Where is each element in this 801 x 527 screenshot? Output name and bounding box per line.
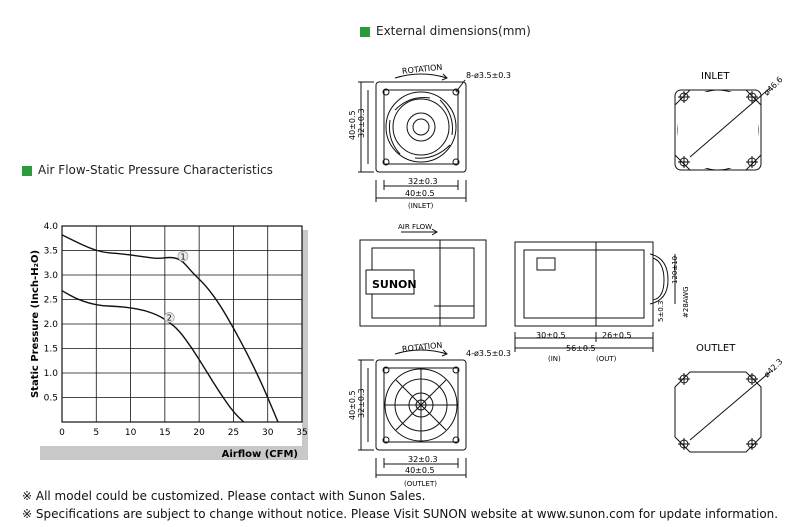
outlet-title: OUTLET (696, 343, 736, 354)
y-tick-label: 1.5 (44, 345, 58, 355)
fan-cable-view (514, 241, 676, 352)
series-marker-2 (163, 312, 175, 323)
airflow-chart-header: Air Flow-Static Pressure Characteristics (38, 163, 273, 177)
dim-32-horizontal-bottom: 32±0.3 (408, 455, 438, 464)
section-marker-external (360, 27, 370, 37)
x-axis-label-bg (40, 446, 302, 460)
out-label: (OUT) (596, 355, 617, 363)
x-tick-label: 35 (296, 428, 307, 438)
y-tick-label: 1.0 (44, 369, 59, 379)
dim-30: 30±0.5 (536, 331, 566, 340)
outlet-diameter: ø42.3 (762, 357, 784, 379)
note-specifications: ※ Specifications are subject to change w… (22, 507, 779, 521)
x-tick-label: 5 (93, 428, 99, 438)
plot-frame (61, 225, 303, 423)
series-label-2: 2 (167, 314, 172, 323)
plot-area (40, 222, 302, 452)
dim-40-vertical-top: 40±0.5 (348, 110, 357, 140)
y-tick-label: 2.0 (44, 320, 59, 330)
inlet-diameter: ø46.6 (762, 75, 784, 97)
x-tick-label: 10 (125, 428, 137, 438)
x-tick-label: 20 (193, 428, 205, 438)
fan-side-view (359, 228, 487, 327)
series-line-2 (61, 290, 245, 423)
x-tick-label: 0 (59, 428, 65, 438)
brand-label: SUNON (372, 278, 417, 291)
dim-40-horizontal-top: 40±0.5 (405, 189, 435, 198)
dim-40-horizontal-bottom: 40±0.5 (405, 466, 435, 475)
awg-label: #28AWG (682, 286, 690, 318)
in-label: (IN) (548, 355, 561, 363)
x-tick-label: 30 (262, 428, 274, 438)
y-tick-label: 3.5 (44, 247, 58, 257)
dim-26: 26±0.5 (602, 331, 632, 340)
x-tick-label: 25 (228, 428, 239, 438)
holes-label-top: 8-ø3.5±0.3 (466, 71, 511, 80)
holes-label-bottom: 4-ø3.5±0.3 (466, 349, 511, 358)
fan-front-view-outlet (358, 349, 467, 478)
section-marker-chart (22, 166, 32, 176)
x-tick-label: 15 (159, 428, 170, 438)
note-customize: ※ All model could be customized. Please … (22, 489, 426, 503)
y-axis-label: Static Pressure (Inch-H₂O) (30, 250, 41, 398)
series-line-1 (61, 234, 279, 423)
y-tick-label: 0.5 (44, 394, 58, 404)
inlet-title: INLET (701, 71, 730, 82)
external-dimensions-header: External dimensions(mm) (376, 24, 531, 38)
dim-32-vertical-bottom: 32±0.3 (357, 388, 366, 418)
inlet-caption: (INLET) (408, 202, 434, 210)
dim-32-horizontal-top: 32±0.3 (408, 177, 438, 186)
dim-40-vertical-bottom: 40±0.5 (348, 390, 357, 420)
outlet-cutout-view (674, 371, 771, 453)
outlet-caption: (OUTLET) (404, 480, 437, 488)
rotation-label-top: ROTATION (402, 63, 443, 76)
series-marker-1 (177, 250, 189, 262)
dim-5: 5±0.3 (657, 301, 665, 322)
y-tick-label: 3.0 (44, 271, 59, 281)
dim-120: 120±10 (671, 256, 679, 284)
inlet-cutout-view (674, 87, 771, 171)
rotation-label-bottom: ROTATION (402, 341, 443, 354)
dim-32-vertical-top: 32±0.3 (357, 108, 366, 138)
dim-56: 56±0.5 (566, 344, 596, 353)
series-label-1: 1 (180, 252, 185, 261)
y-tick-label: 4.0 (44, 222, 59, 232)
airflow-label: AIR FLOW (398, 223, 432, 231)
x-axis-label: Airflow (CFM) (222, 449, 298, 460)
y-tick-label: 2.5 (44, 296, 58, 306)
fan-front-view-inlet (358, 73, 467, 202)
